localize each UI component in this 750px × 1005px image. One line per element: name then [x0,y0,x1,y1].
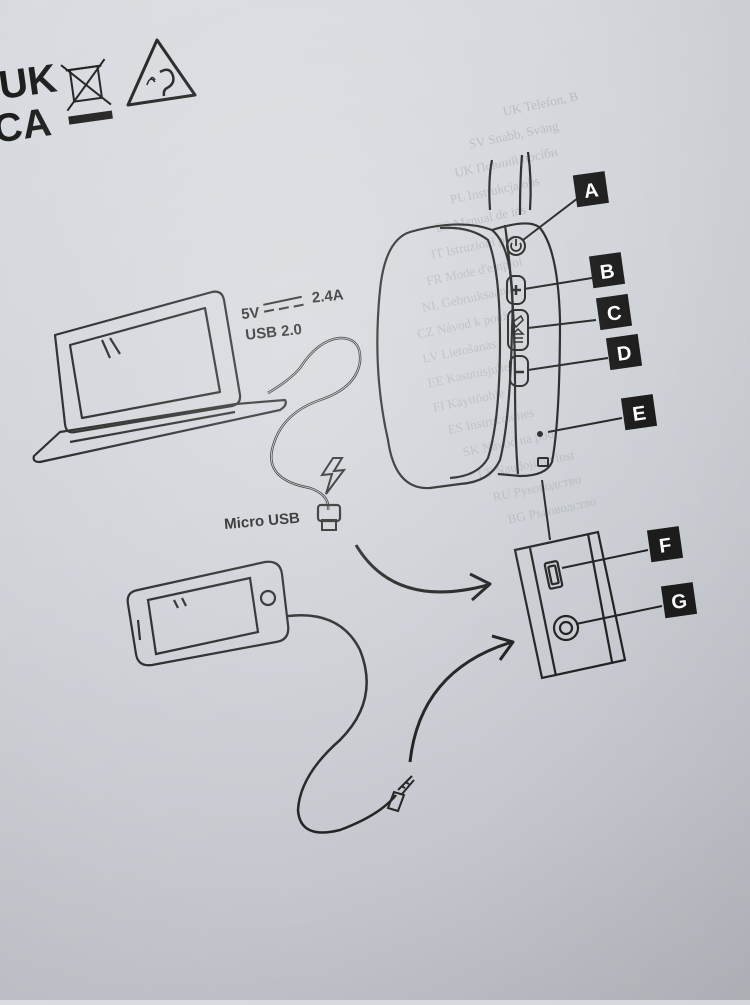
micro-usb-label: Micro USB [224,510,301,534]
volume-up-button-icon [506,275,526,305]
svg-text:ES Manual de ins: ES Manual de ins [434,202,527,236]
callout-D: D [605,333,643,371]
micro-usb-port-icon [543,560,564,590]
voltage-label: 5V [240,304,260,323]
arrow-to-usb-port [354,544,489,594]
port-panel-icon [513,530,627,680]
smartphone-icon [126,560,290,667]
svg-text:UK Повний посібн: UK Повний посібн [453,144,559,180]
compliance-marks: UK CA [0,38,197,152]
svg-text:G: G [670,590,688,614]
svg-text:A: A [582,179,599,203]
usb-cable [267,336,362,511]
svg-text:F: F [658,534,673,557]
charging-bolt-icon [320,457,347,495]
svg-text:C: C [606,302,623,326]
callout-C: C [595,293,633,331]
svg-text:LV Lietošanas: LV Lietošanas [421,336,497,366]
earcup-controls [506,236,549,467]
usb-standard-label: USB 2.0 [245,321,303,344]
ukca-mark-top: UK [0,56,60,108]
callout-F: F [646,526,684,563]
svg-text:UK Telefon, B: UK Telefon, B [501,88,579,119]
callout-G: G [660,582,698,619]
leader-lines [522,197,663,625]
aux-jack-plug-icon [386,775,415,813]
aux-port-icon [552,614,580,642]
callout-B: B [588,252,626,289]
micro-usb-plug-icon [316,503,342,531]
laptop-icon [32,290,287,464]
microphone-hole-icon [537,431,543,437]
power-spec: 5V 2.4A USB 2.0 [240,286,344,344]
call-play-button-icon [507,309,529,351]
arrow-to-aux-port [408,640,513,763]
volume-down-button-icon [509,355,529,387]
svg-text:E: E [631,402,647,426]
current-label: 2.4A [311,286,344,306]
audio-cable [287,614,397,834]
svg-text:FI Käyttöohje: FI Käyttöohje [431,385,505,415]
svg-text:B: B [599,260,616,284]
weee-crossed-bin-icon [60,58,113,125]
ukca-mark-bottom: CA [0,100,54,152]
headphone-earcup-icon [376,151,562,490]
callout-A: A [572,171,609,208]
callout-E: E [620,394,658,431]
hearing-warning-icon [126,38,197,107]
svg-text:D: D [616,342,633,366]
power-button-icon [506,236,526,256]
